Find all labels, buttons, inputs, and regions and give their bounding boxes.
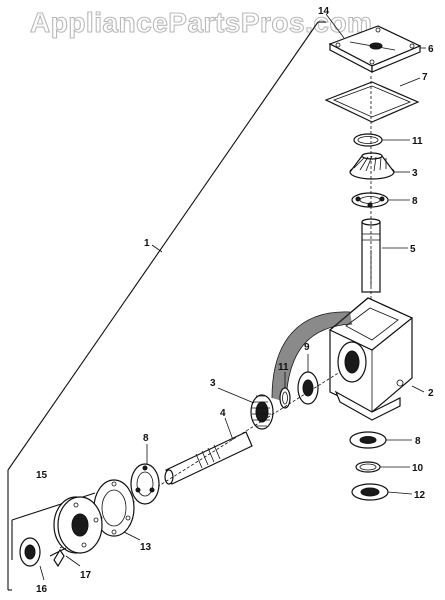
leader-lines bbox=[39, 13, 426, 581]
callout-7: 7 bbox=[422, 72, 428, 83]
callout-16: 16 bbox=[36, 584, 48, 595]
bearing-top bbox=[351, 192, 389, 208]
snap-ring-top bbox=[353, 133, 383, 147]
snap-ring-side bbox=[279, 387, 291, 409]
callout-9: 9 bbox=[304, 342, 310, 353]
bearing-bottom bbox=[349, 431, 387, 449]
callout-6: 6 bbox=[428, 44, 434, 55]
callout-8-middle: 8 bbox=[143, 433, 149, 444]
oil-seal-left bbox=[19, 537, 41, 567]
bolt bbox=[49, 547, 67, 568]
retainer-plate bbox=[53, 496, 103, 554]
flange-gasket bbox=[93, 479, 135, 537]
callout-3-top: 3 bbox=[412, 168, 418, 179]
callout-3-side: 3 bbox=[210, 378, 216, 389]
callout-11-top: 11 bbox=[412, 136, 423, 147]
watermark-text: AppliancePartsPros.com bbox=[30, 7, 372, 38]
callout-1: 1 bbox=[144, 238, 150, 249]
callout-10: 10 bbox=[412, 463, 424, 474]
callout-4: 4 bbox=[220, 408, 226, 419]
bearing-side bbox=[297, 371, 319, 405]
callout-17: 17 bbox=[80, 570, 92, 581]
callout-5: 5 bbox=[410, 244, 416, 255]
bearing-middle bbox=[130, 463, 160, 505]
gear-housing bbox=[328, 297, 414, 421]
callout-15: 15 bbox=[36, 470, 48, 481]
callout-11-side: 11 bbox=[278, 362, 289, 373]
snap-ring-bottom bbox=[355, 461, 381, 473]
bevel-gear-side bbox=[250, 394, 274, 430]
oil-seal-bottom bbox=[351, 483, 389, 501]
gasket bbox=[324, 81, 420, 123]
bevel-gear-top bbox=[349, 152, 395, 180]
callout-8-top: 8 bbox=[412, 196, 418, 207]
callout-13: 13 bbox=[140, 542, 152, 553]
drive-band bbox=[271, 311, 353, 403]
top-cover-plate bbox=[328, 25, 422, 73]
callouts: 1 2 3 3 4 5 6 7 8 8 8 9 10 11 11 12 13 1… bbox=[36, 6, 434, 595]
callout-2: 2 bbox=[428, 388, 434, 399]
callout-8-bottom: 8 bbox=[415, 436, 421, 447]
assembly-bracket bbox=[7, 21, 326, 591]
vertical-shaft bbox=[361, 76, 381, 320]
callout-12: 12 bbox=[414, 490, 426, 501]
callout-14: 14 bbox=[318, 6, 330, 17]
